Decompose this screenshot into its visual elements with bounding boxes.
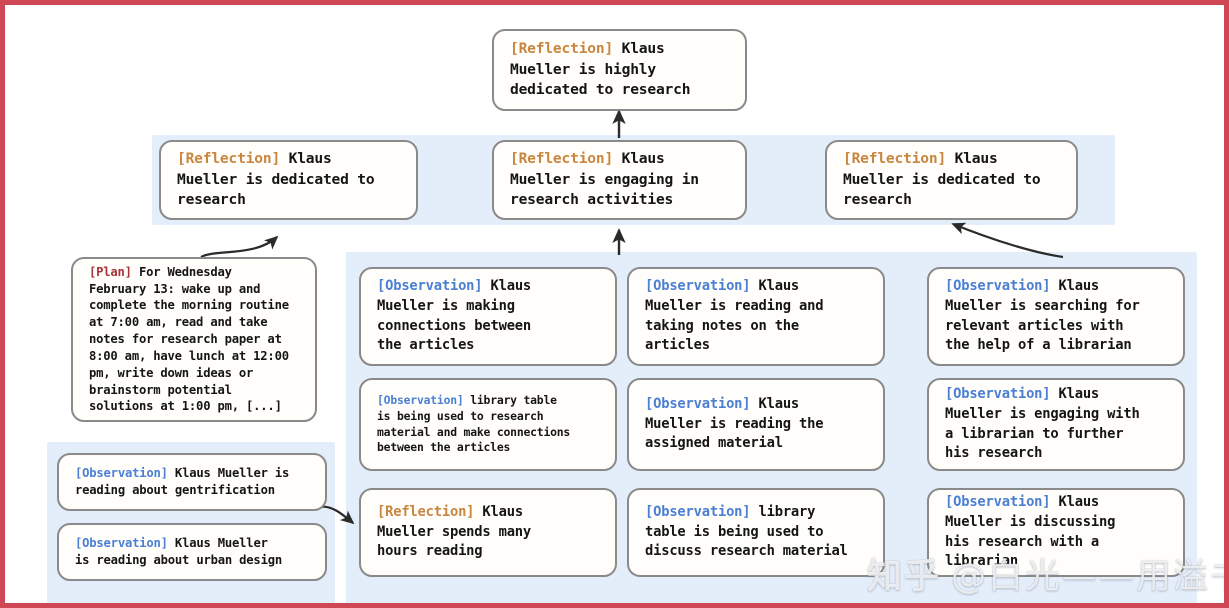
node-observation-col1-2[interactable]: [Observation] library table is being use… bbox=[359, 378, 617, 471]
node-text: [Observation] Klaus Mueller is reading t… bbox=[645, 395, 824, 454]
node-reflection-right[interactable]: [Reflection] Klaus Mueller is dedicated … bbox=[825, 140, 1078, 220]
node-text: [Observation] Klaus Mueller is making co… bbox=[377, 277, 531, 355]
node-text: [Observation] Klaus Mueller is discussin… bbox=[945, 493, 1115, 571]
node-body: Klaus Mueller is reading about gentrific… bbox=[75, 466, 290, 497]
node-body: Klaus Mueller is reading and taking note… bbox=[645, 278, 824, 354]
tag-reflection: [Reflection] bbox=[177, 149, 281, 167]
tag-observation: [Observation] bbox=[945, 278, 1051, 295]
node-observation-col1-1[interactable]: [Observation] Klaus Mueller is making co… bbox=[359, 267, 617, 366]
tag-observation: [Observation] bbox=[645, 504, 751, 521]
node-body: Klaus Mueller spends many hours reading bbox=[377, 504, 532, 560]
node-text: [Reflection] Klaus Mueller is highly ded… bbox=[510, 39, 691, 101]
node-body: Klaus Mueller is reading the assigned ma… bbox=[645, 396, 824, 452]
node-body: Klaus Mueller is searching for relevant … bbox=[945, 278, 1140, 354]
node-root-reflection[interactable]: [Reflection] Klaus Mueller is highly ded… bbox=[492, 29, 747, 111]
node-text: [Observation] library table is being use… bbox=[645, 503, 848, 562]
node-text: [Observation] Klaus Mueller is engaging … bbox=[945, 385, 1140, 463]
node-body: Klaus Mueller is making connections betw… bbox=[377, 278, 532, 354]
node-body: Klaus Mueller is engaging with a librari… bbox=[945, 386, 1140, 462]
node-observation-col3-2[interactable]: [Observation] Klaus Mueller is engaging … bbox=[927, 378, 1185, 471]
tag-observation: [Observation] bbox=[75, 466, 168, 481]
node-reflection-center[interactable]: [Reflection] Klaus Mueller is engaging i… bbox=[492, 140, 747, 220]
node-body: Klaus Mueller is highly dedicated to res… bbox=[510, 39, 691, 99]
node-observation-far-left-1[interactable]: [Observation] Klaus Mueller is reading a… bbox=[57, 453, 327, 511]
tag-plan: [Plan] bbox=[89, 264, 132, 279]
tag-observation: [Observation] bbox=[645, 278, 751, 295]
node-text: [Reflection] Klaus Mueller spends many h… bbox=[377, 503, 531, 562]
node-observation-col2-1[interactable]: [Observation] Klaus Mueller is reading a… bbox=[627, 267, 885, 366]
tag-observation: [Observation] bbox=[945, 494, 1051, 511]
node-observation-col3-1[interactable]: [Observation] Klaus Mueller is searching… bbox=[927, 267, 1185, 366]
node-body: Klaus Mueller is discussing his research… bbox=[945, 494, 1116, 570]
node-body: Klaus Mueller is dedicated to research bbox=[177, 149, 375, 209]
node-text: [Observation] Klaus Mueller is reading a… bbox=[645, 277, 824, 355]
arrow-plan-to-left-reflection bbox=[200, 235, 279, 258]
tag-reflection: [Reflection] bbox=[510, 39, 614, 57]
node-text: [Reflection] Klaus Mueller is engaging i… bbox=[510, 149, 699, 211]
node-text: [Reflection] Klaus Mueller is dedicated … bbox=[177, 149, 375, 211]
node-reflection-col1-3[interactable]: [Reflection] Klaus Mueller spends many h… bbox=[359, 488, 617, 577]
node-body: Klaus Mueller is dedicated to research bbox=[843, 149, 1041, 209]
node-plan[interactable]: [Plan] For Wednesday February 13: wake u… bbox=[71, 257, 317, 422]
node-body: For Wednesday February 13: wake up and c… bbox=[89, 264, 289, 414]
tag-observation: [Observation] bbox=[945, 386, 1051, 403]
tag-observation: [Observation] bbox=[377, 392, 464, 407]
node-text: [Observation] Klaus Mueller is reading a… bbox=[75, 465, 289, 499]
node-observation-col2-3[interactable]: [Observation] library table is being use… bbox=[627, 488, 885, 577]
node-text: [Reflection] Klaus Mueller is dedicated … bbox=[843, 149, 1041, 211]
tag-observation: [Observation] bbox=[377, 278, 483, 295]
node-body: library table is being used to research … bbox=[377, 392, 571, 455]
node-body: Klaus Mueller is engaging in research ac… bbox=[510, 149, 699, 209]
node-observation-col2-2[interactable]: [Observation] Klaus Mueller is reading t… bbox=[627, 378, 885, 471]
tag-reflection: [Reflection] bbox=[510, 149, 614, 167]
tag-reflection: [Reflection] bbox=[843, 149, 947, 167]
node-reflection-left[interactable]: [Reflection] Klaus Mueller is dedicated … bbox=[159, 140, 418, 220]
node-observation-col3-3[interactable]: [Observation] Klaus Mueller is discussin… bbox=[927, 488, 1185, 577]
node-observation-far-left-2[interactable]: [Observation] Klaus Mueller is reading a… bbox=[57, 523, 327, 581]
node-text: [Observation] library table is being use… bbox=[377, 393, 570, 457]
tag-observation: [Observation] bbox=[75, 536, 168, 551]
node-text: [Observation] Klaus Mueller is searching… bbox=[945, 277, 1140, 355]
node-body: Klaus Mueller is reading about urban des… bbox=[75, 536, 282, 567]
node-body: library table is being used to discuss r… bbox=[645, 504, 848, 560]
node-text: [Plan] For Wednesday February 13: wake u… bbox=[89, 264, 289, 415]
tag-observation: [Observation] bbox=[645, 396, 751, 413]
tag-reflection: [Reflection] bbox=[377, 504, 475, 521]
node-text: [Observation] Klaus Mueller is reading a… bbox=[75, 535, 282, 569]
